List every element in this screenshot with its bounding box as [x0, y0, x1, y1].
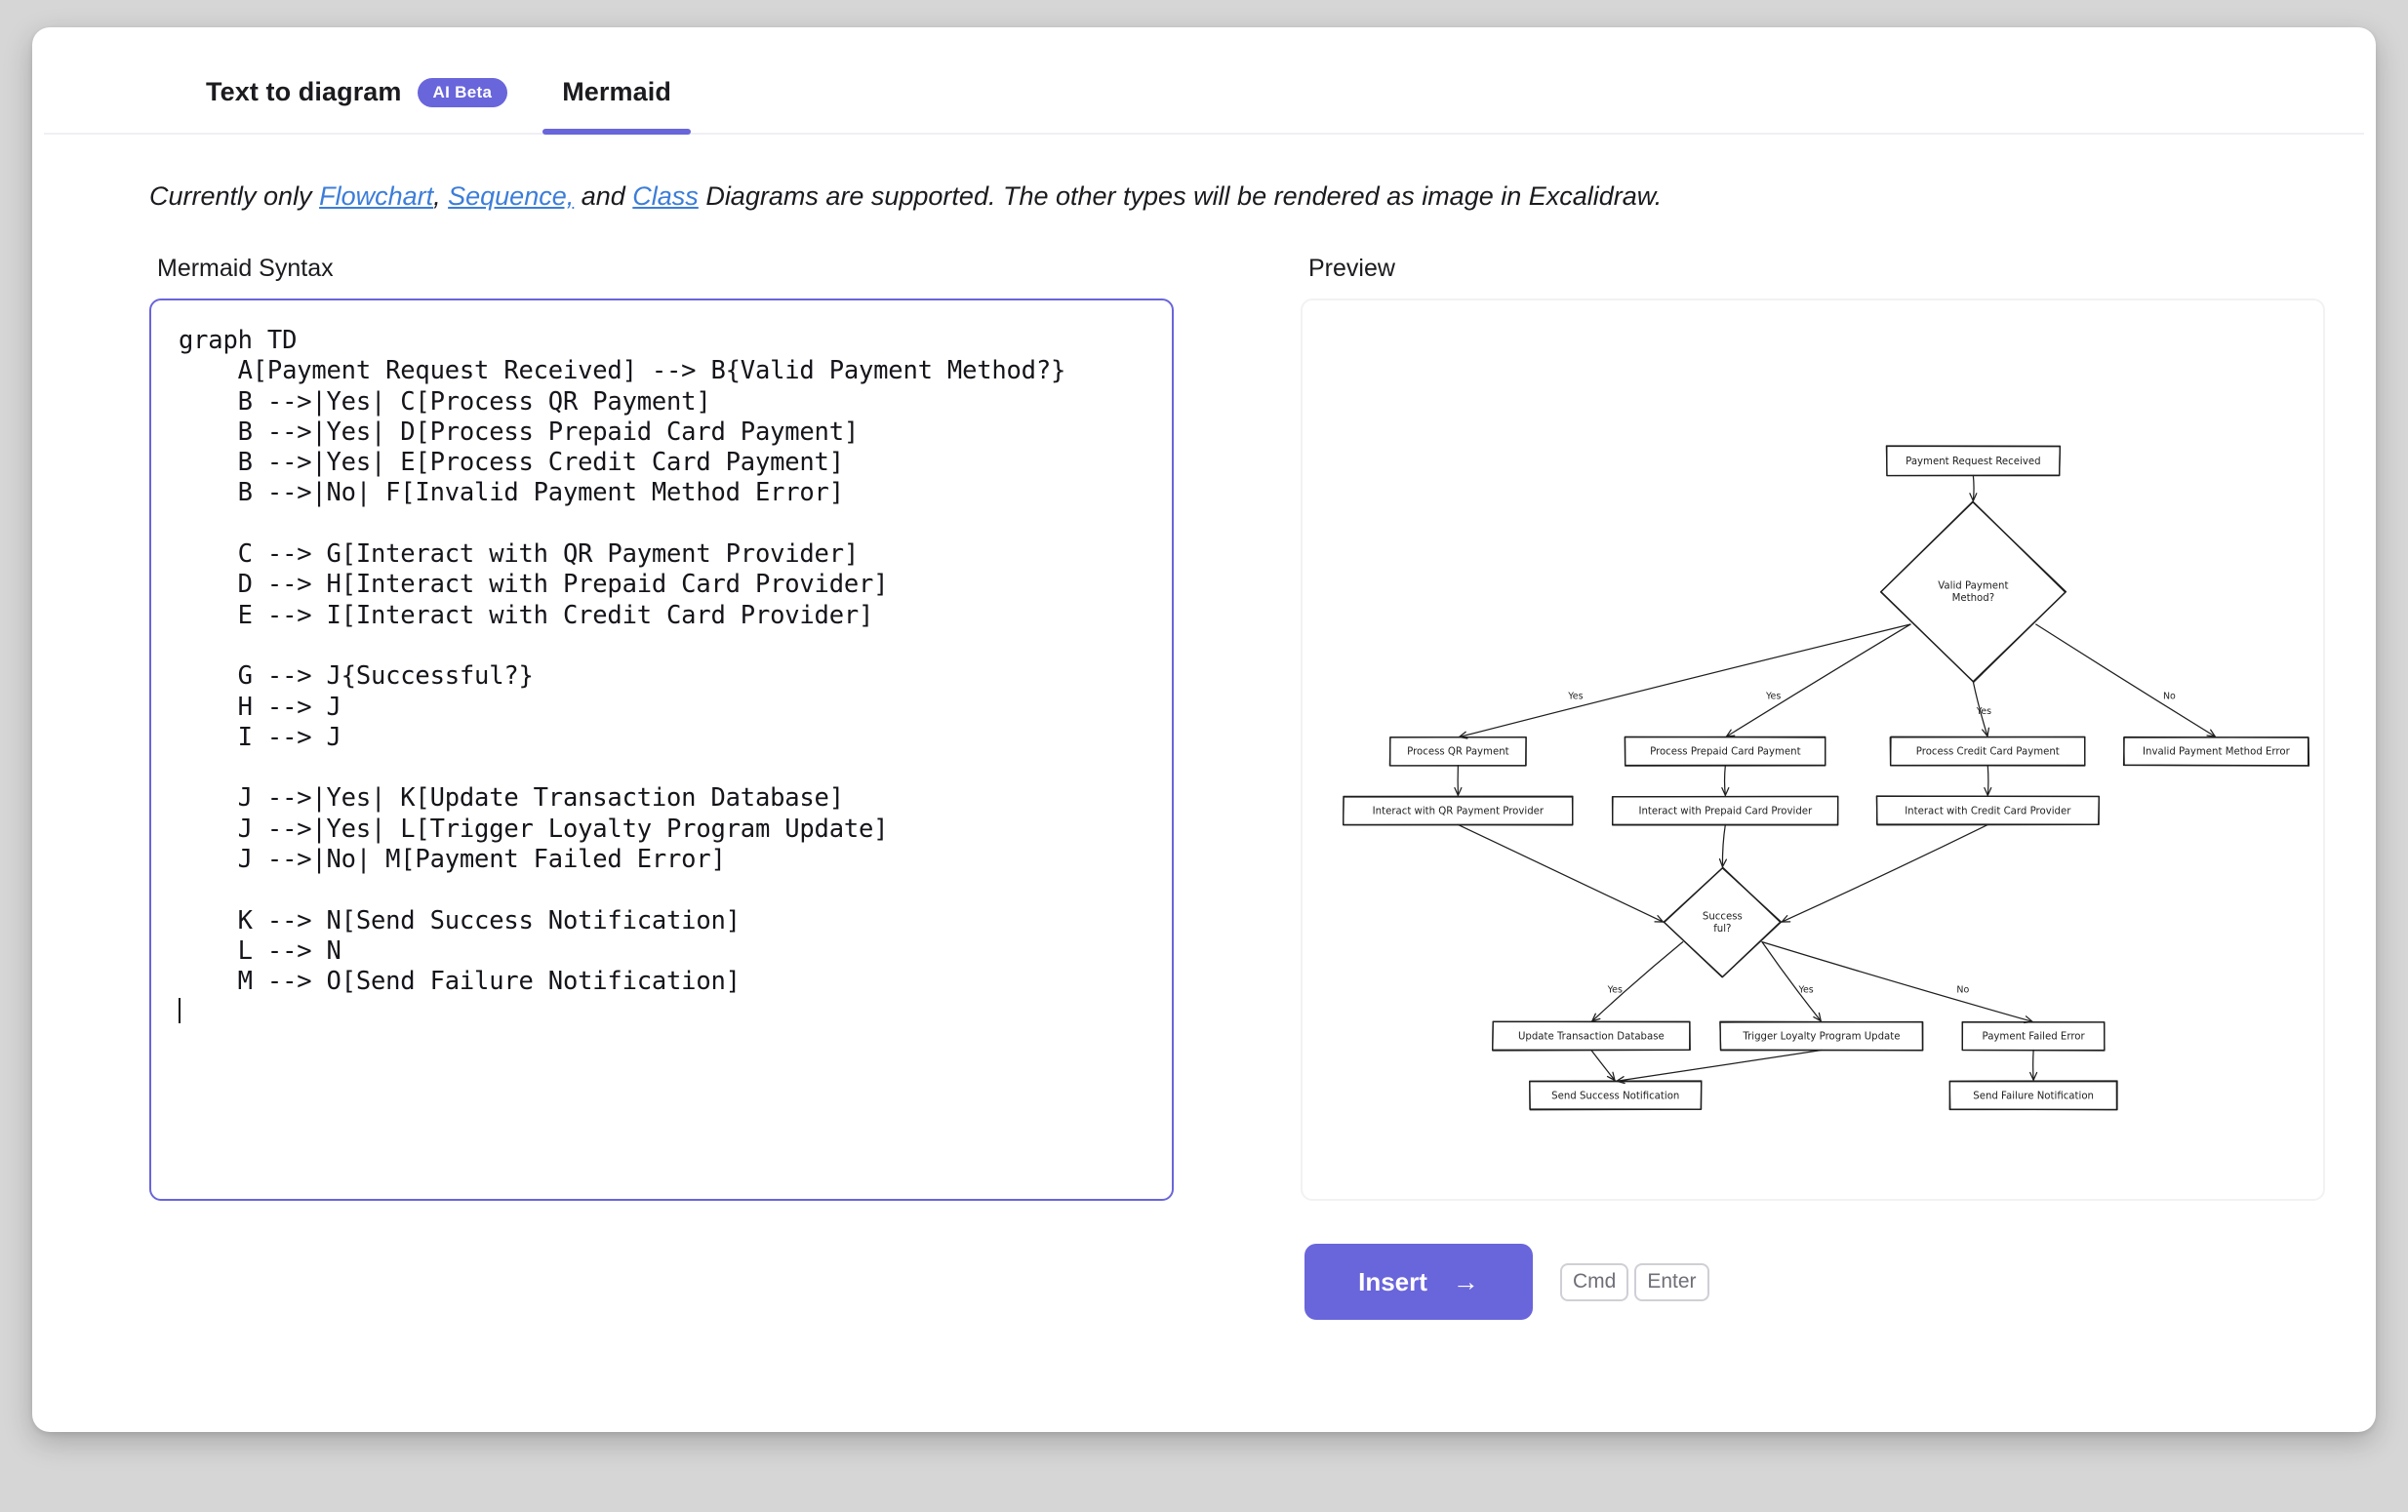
tab-bar: Text to diagram AI Beta Mermaid [44, 27, 2364, 135]
diagram-edge-L-N [1615, 1049, 1823, 1085]
diagram-node-C: Process QR Payment [1388, 736, 1527, 767]
svg-text:Payment Failed Error: Payment Failed Error [1983, 1032, 2086, 1043]
diagram-edge-E-I [1984, 765, 1992, 797]
diagram-node-K: Update Transaction Database [1492, 1020, 1691, 1052]
kbd-cmd: Cmd [1560, 1262, 1629, 1301]
svg-text:Invalid Payment Method Error: Invalid Payment Method Error [2143, 747, 2291, 758]
diagram-edge-G-J [1457, 823, 1665, 923]
link-sequence[interactable]: Sequence, [448, 181, 575, 211]
insert-button[interactable]: Insert → [1304, 1244, 1533, 1320]
svg-text:Valid Payment: Valid Payment [1938, 581, 2008, 592]
diagram-edge-D-H [1721, 765, 1730, 797]
svg-text:Yes: Yes [1797, 984, 1813, 995]
svg-text:Interact with Prepaid Card Pro: Interact with Prepaid Card Provider [1638, 806, 1813, 816]
ai-beta-badge: AI Beta [417, 77, 508, 107]
svg-text:Trigger Loyalty Program Update: Trigger Loyalty Program Update [1742, 1032, 1900, 1043]
svg-text:Method?: Method? [1952, 593, 1994, 604]
diagram-edge-J-M: No [1761, 941, 2034, 1024]
mermaid-syntax-label: Mermaid Syntax [157, 255, 334, 282]
diagram-edge-M-O [2029, 1049, 2038, 1082]
diagram-node-O: Send Failure Notification [1948, 1080, 2118, 1111]
diagram-node-J: Success ful? [1663, 866, 1783, 978]
diagram-edge-B-D: Yes [1725, 623, 1911, 737]
link-flowchart[interactable]: Flowchart [319, 181, 434, 211]
mermaid-code-text: graph TD A[Payment Request Received] -->… [179, 326, 1066, 997]
mermaid-syntax-input[interactable]: graph TD A[Payment Request Received] -->… [149, 298, 1174, 1201]
dialog-footer: Insert → Cmd Enter [1304, 1244, 2376, 1320]
svg-text:Yes: Yes [1976, 706, 1991, 717]
preview-label: Preview [1308, 255, 1395, 282]
diagram-edge-C-G [1454, 765, 1463, 797]
diagram-edge-H-J [1718, 823, 1728, 869]
tab-text-to-diagram-label: Text to diagram [206, 77, 402, 106]
svg-text:Send Failure Notification: Send Failure Notification [1973, 1091, 2094, 1101]
svg-text:Yes: Yes [1567, 692, 1583, 702]
diagram-node-E: Process Credit Card Payment [1889, 736, 2086, 767]
editor-preview-row: Mermaid Syntax graph TD A[Payment Reques… [149, 255, 2376, 1201]
svg-text:ful?: ful? [1713, 924, 1731, 935]
notice-sep2: and [574, 181, 633, 211]
editor-column: Mermaid Syntax graph TD A[Payment Reques… [149, 255, 1174, 1201]
svg-text:No: No [1956, 984, 1969, 995]
svg-text:Interact with QR Payment Provi: Interact with QR Payment Provider [1373, 806, 1545, 816]
svg-text:Process QR Payment: Process QR Payment [1407, 747, 1509, 758]
diagram-node-G: Interact with QR Payment Provider [1343, 795, 1574, 826]
svg-text:Send Success Notification: Send Success Notification [1551, 1091, 1679, 1101]
diagram-node-N: Send Success Notification [1529, 1080, 1703, 1111]
diagram-edge-A-B [1969, 474, 1978, 503]
diagram-node-A: Payment Request Received [1885, 445, 2062, 477]
svg-text:Interact with Credit Card Prov: Interact with Credit Card Provider [1905, 806, 2071, 816]
diagram-node-L: Trigger Loyalty Program Update [1719, 1020, 1924, 1052]
diagram-edge-J-L: Yes [1761, 941, 1823, 1022]
diagram-edge-B-C: Yes [1458, 623, 1911, 739]
insert-button-label: Insert [1358, 1266, 1427, 1296]
diagram-edge-B-F: No [2035, 623, 2217, 737]
arrow-right-icon: → [1452, 1266, 1479, 1296]
diagram-node-H: Interact with Prepaid Card Provider [1611, 795, 1839, 826]
diagram-edge-B-E: Yes [1972, 681, 1991, 738]
diagram-node-D: Process Prepaid Card Payment [1624, 736, 1826, 767]
svg-text:Update Transaction Database: Update Transaction Database [1518, 1032, 1665, 1043]
svg-text:Yes: Yes [1765, 692, 1781, 702]
tab-mermaid[interactable]: Mermaid [535, 77, 699, 135]
tab-mermaid-label: Mermaid [562, 77, 671, 106]
diagram-node-I: Interact with Credit Card Provider [1875, 795, 2100, 826]
notice-suffix: Diagrams are supported. The other types … [698, 181, 1663, 211]
mermaid-dialog: Text to diagram AI Beta Mermaid Currentl… [32, 27, 2376, 1432]
diagram-edge-J-K: Yes [1590, 941, 1684, 1022]
diagram-edge-I-J [1780, 823, 1988, 923]
svg-text:No: No [2163, 692, 2176, 702]
text-caret [179, 997, 181, 1023]
svg-text:Process Credit Card Payment: Process Credit Card Payment [1916, 747, 2060, 758]
svg-text:Success: Success [1703, 911, 1743, 922]
diagram-node-M: Payment Failed Error [1961, 1021, 2106, 1052]
supported-types-notice: Currently only Flowchart, Sequence, and … [149, 181, 2376, 212]
keyboard-shortcut: Cmd Enter [1560, 1262, 1709, 1301]
diagram-edge-K-N [1590, 1049, 1616, 1082]
kbd-enter: Enter [1634, 1262, 1709, 1301]
diagram-node-F: Invalid Payment Method Error [2122, 736, 2310, 767]
svg-text:Payment Request Received: Payment Request Received [1906, 457, 2040, 467]
notice-sep1: , [433, 181, 449, 211]
tab-text-to-diagram[interactable]: Text to diagram AI Beta [179, 77, 535, 133]
link-class[interactable]: Class [632, 181, 699, 211]
notice-prefix: Currently only [149, 181, 320, 211]
svg-text:Process Prepaid Card Payment: Process Prepaid Card Payment [1650, 747, 1801, 758]
svg-text:Yes: Yes [1607, 984, 1623, 995]
